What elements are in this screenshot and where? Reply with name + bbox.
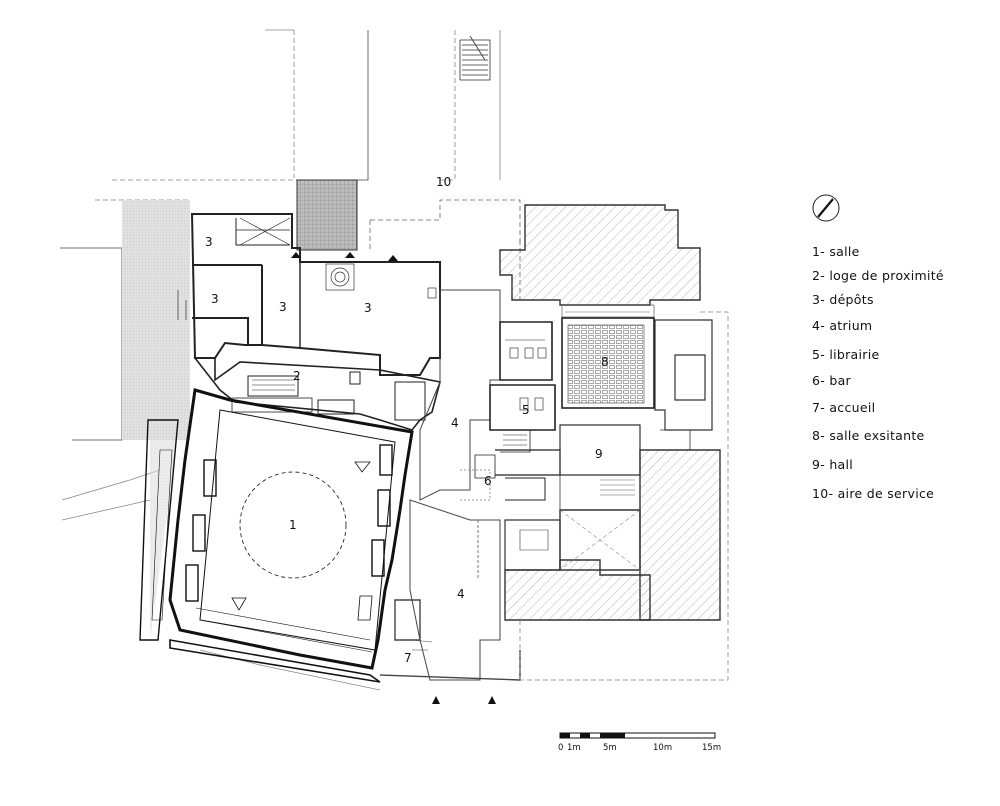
scale-bar: 0 1m 5m 10m 15m (558, 732, 721, 753)
depot-details (177, 217, 437, 320)
room-label-depot-c: 3 (279, 300, 287, 314)
room-label-accueil: 7 (404, 651, 412, 665)
room-label-atrium-south: 4 (457, 587, 465, 601)
service-area-outline (369, 199, 521, 300)
legend-item-accueil: 7- accueil (812, 400, 876, 415)
site-context (60, 29, 501, 691)
scale-tick-1m: 1m (567, 743, 581, 753)
exit-markers (291, 252, 496, 704)
legend-item-bar: 6- bar (812, 373, 851, 388)
depots-block (190, 213, 441, 376)
atrium (379, 289, 521, 681)
room-label-depot-a: 3 (205, 235, 213, 249)
right-rooms (504, 319, 713, 571)
legend-item-depots: 3- dépôts (812, 292, 874, 307)
legend-item-loge: 2- loge de proximité (812, 268, 944, 283)
room-label-salle: 1 (289, 518, 297, 532)
legend-item-atrium: 4- atrium (812, 318, 873, 333)
exterior-stair (459, 35, 491, 81)
scale-tick-0: 0 (558, 743, 563, 753)
scale-tick-5m: 5m (603, 743, 617, 753)
auditorium (561, 304, 655, 409)
room-label-bar: 6 (484, 474, 492, 488)
main-hall (139, 388, 414, 683)
legend-item-librairie: 5- librairie (812, 347, 880, 362)
room-label-depot-b: 3 (211, 292, 219, 306)
room-label-salle-existante: 8 (601, 355, 609, 369)
room-label-aire-de-service: 10 (436, 175, 451, 189)
room-label-atrium-north: 4 (451, 416, 459, 430)
legend-item-salle: 1- salle (812, 244, 860, 259)
loge-block (193, 357, 441, 431)
room-label-depot-d: 3 (364, 301, 372, 315)
legend-item-aire-de-service: 10- aire de service (812, 486, 935, 501)
legend-item-hall: 9- hall (812, 457, 854, 472)
site-boundary (519, 311, 729, 681)
north-arrow-icon (812, 194, 840, 222)
scale-tick-10m: 10m (653, 743, 672, 753)
legend-item-salle-existante: 8- salle exsitante (812, 428, 925, 443)
terrace-grid (296, 179, 358, 251)
room-numbers: 1 2 3 3 3 3 4 4 5 6 7 8 9 10 (205, 175, 609, 665)
scale-tick-15m: 15m (702, 743, 721, 753)
existing-building (499, 204, 721, 621)
room-label-loge: 2 (293, 369, 301, 383)
room-label-librairie: 5 (522, 403, 530, 417)
librairie-block (474, 321, 561, 501)
room-label-hall: 9 (595, 447, 603, 461)
